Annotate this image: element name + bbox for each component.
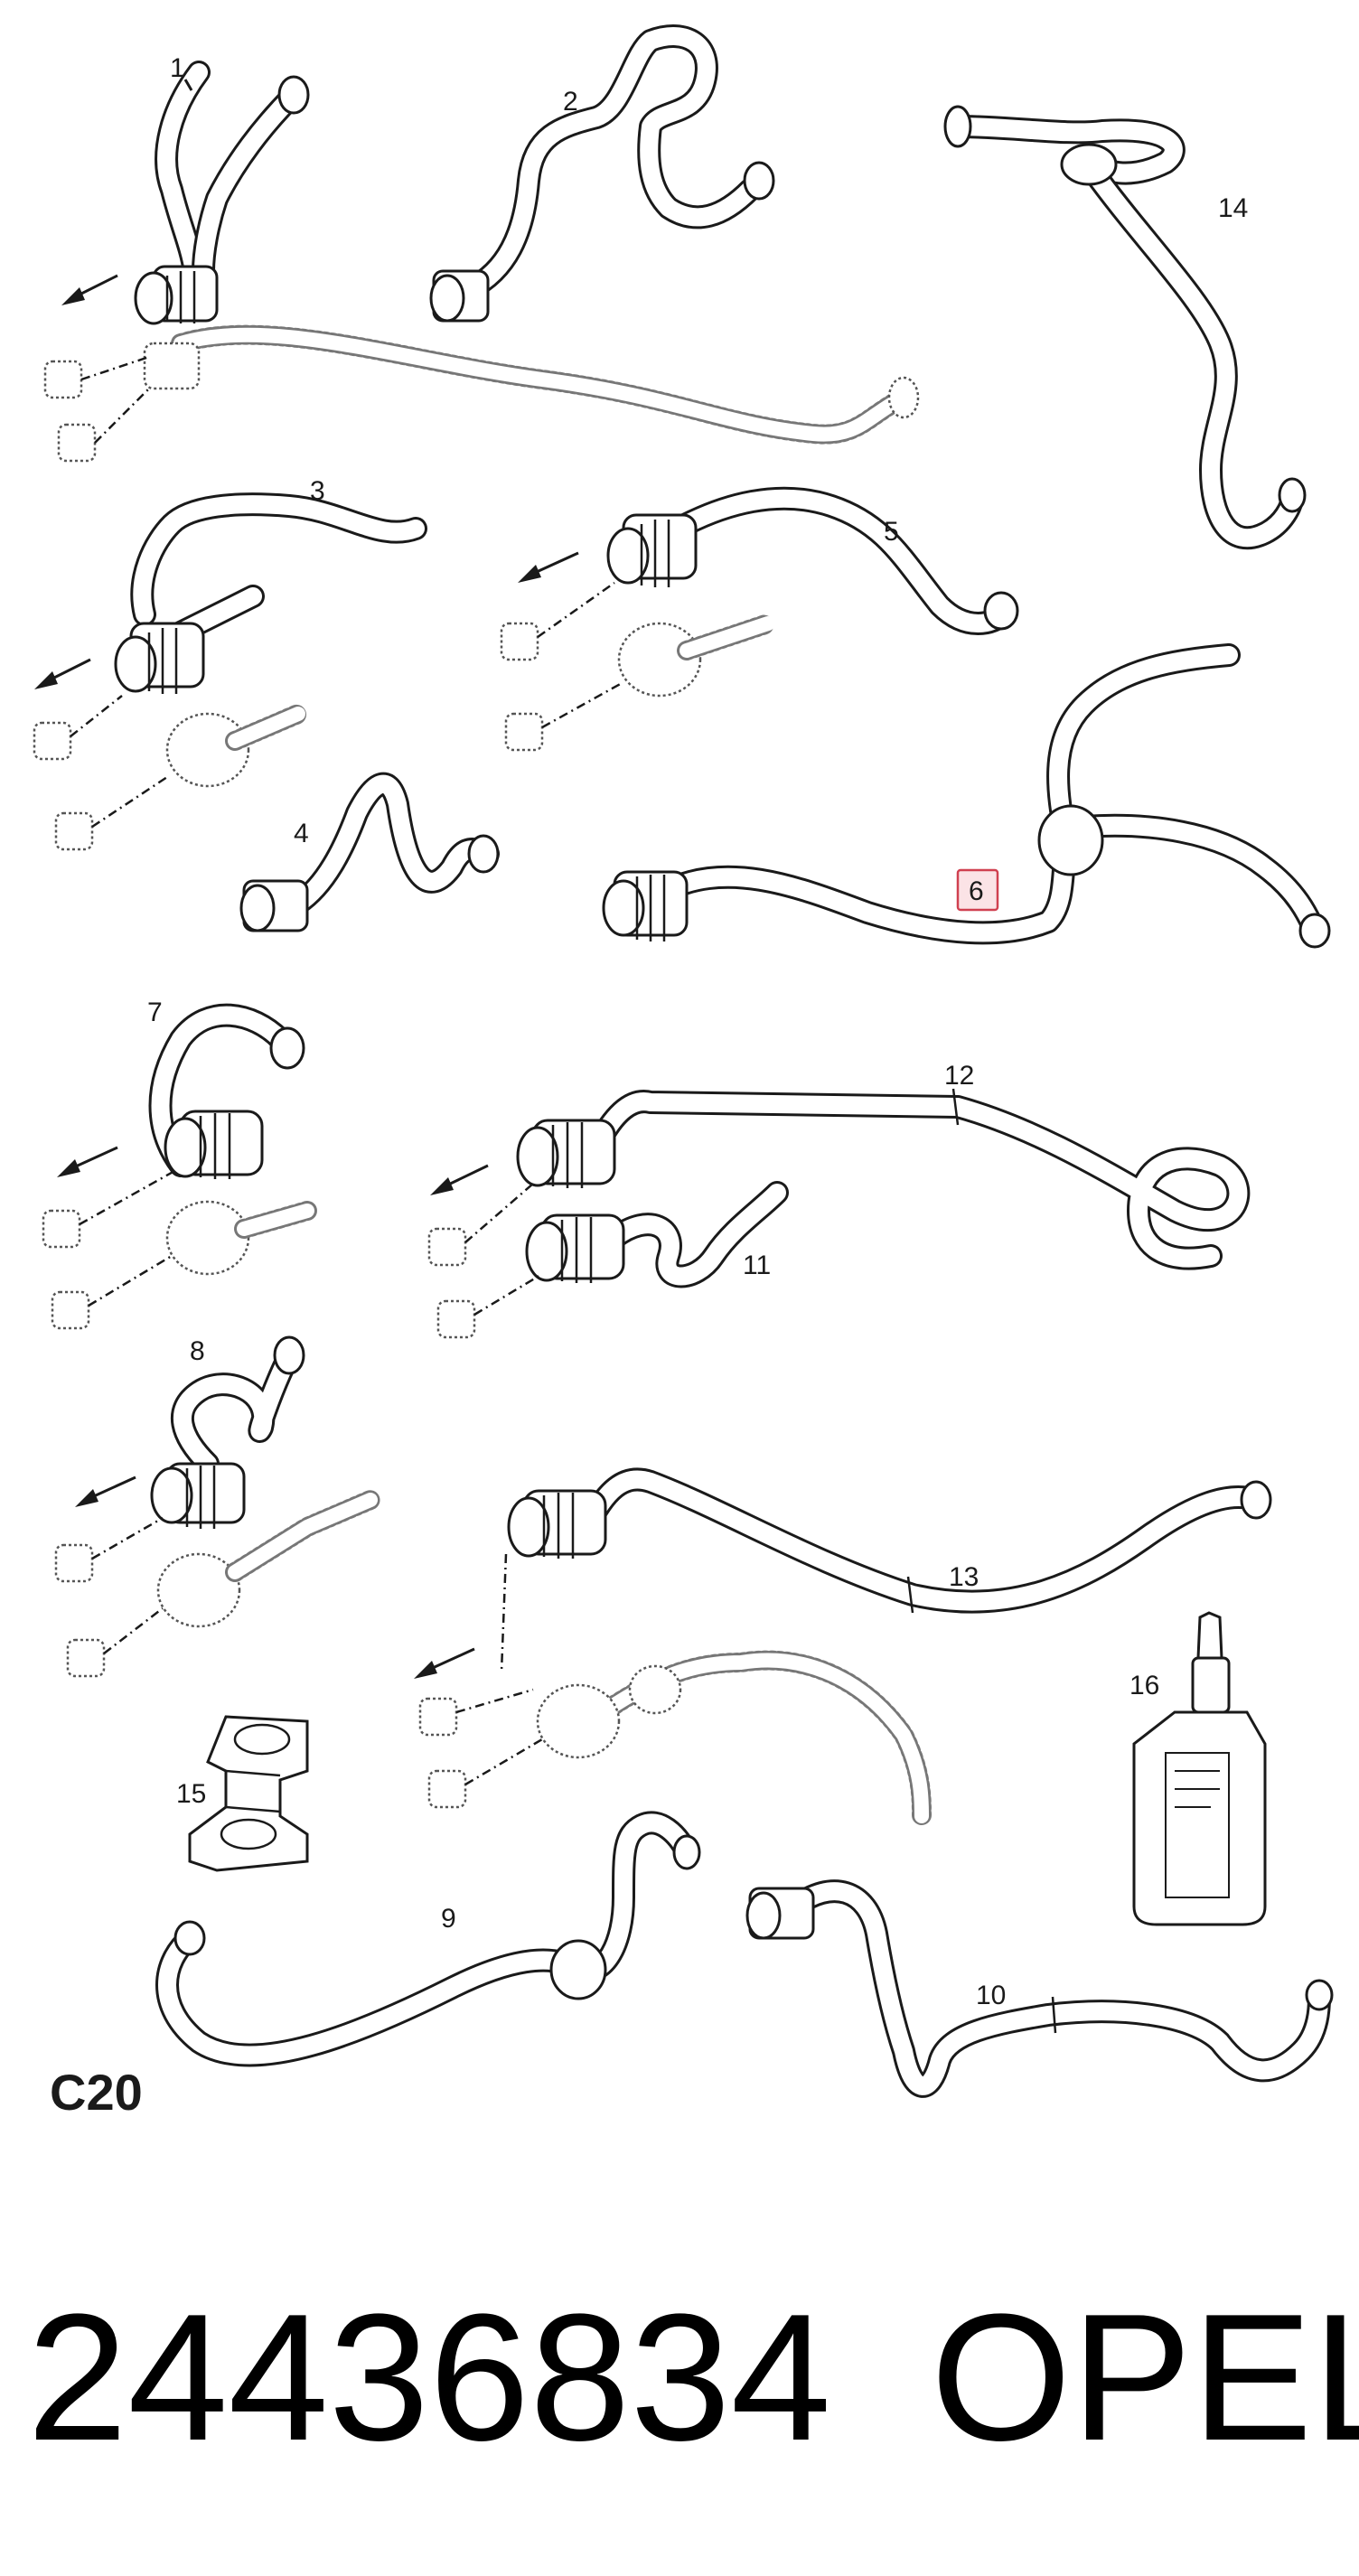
- callout-8: 8: [190, 1336, 205, 1366]
- hose-part-13: [507, 1467, 1272, 1614]
- hose-part-11: [525, 1181, 789, 1288]
- end-caps-part-1: [43, 355, 150, 463]
- callout-9: 9: [441, 1904, 456, 1934]
- callout-6-highlight-box: [956, 868, 999, 912]
- dotted-connector-variant-3: [165, 704, 308, 788]
- hose-part-5: [606, 486, 1019, 635]
- callout-11: 11: [743, 1251, 771, 1280]
- model-code: C20: [50, 2064, 143, 2121]
- hose-part-8: [150, 1335, 305, 1529]
- callout-7: 7: [147, 998, 163, 1027]
- hose-part-12: [516, 1088, 1251, 1270]
- hose-part-10: [745, 1879, 1334, 2098]
- part-number: 24436834: [27, 2277, 831, 2478]
- hose-part-2: [429, 24, 775, 323]
- hose-part-3: [114, 492, 427, 694]
- direction-arrow-5: [518, 551, 579, 583]
- hose-part-9: [155, 1811, 701, 2067]
- end-caps-part-3: [33, 695, 168, 851]
- callout-16: 16: [1129, 1671, 1159, 1700]
- callout-3: 3: [310, 476, 325, 506]
- brand-name: OPEL: [931, 2277, 1359, 2478]
- callout-4: 4: [294, 819, 309, 848]
- callout-6: 6: [969, 876, 984, 906]
- direction-arrow-7: [57, 1146, 118, 1177]
- end-caps-part-8: [54, 1516, 164, 1678]
- callout-2: 2: [563, 87, 578, 117]
- hose-part-7: [148, 1003, 305, 1179]
- hose-part-6: [602, 643, 1331, 949]
- callout-5: 5: [884, 517, 899, 547]
- hose-part-14: [943, 105, 1307, 550]
- dotted-connector-variant-5: [617, 614, 778, 698]
- callout-1: 1: [170, 53, 185, 83]
- callout-15: 15: [176, 1779, 206, 1809]
- direction-arrow-13: [414, 1647, 475, 1679]
- sealant-bottle-part-16: [1132, 1611, 1267, 1926]
- bracket-part-15: [188, 1715, 309, 1872]
- callout-10: 10: [976, 1981, 1006, 2010]
- end-caps-part-5: [500, 581, 624, 752]
- direction-arrow-3: [34, 658, 91, 689]
- dotted-connector-variant-7: [165, 1200, 317, 1276]
- end-caps-part-7: [42, 1168, 177, 1330]
- dotted-hose-variant-13: [536, 1650, 932, 1826]
- end-caps-part-11-12: [427, 1183, 543, 1339]
- hose-part-1: [134, 61, 310, 325]
- callout-13: 13: [949, 1562, 979, 1592]
- end-caps-part-13: [418, 1553, 543, 1809]
- callout-14: 14: [1218, 193, 1248, 223]
- direction-arrow-1: [61, 274, 118, 305]
- hose-part-4: [239, 772, 500, 932]
- dotted-hose-variant-1: [143, 324, 920, 445]
- direction-arrow-12: [430, 1164, 489, 1195]
- callout-12: 12: [944, 1061, 974, 1091]
- direction-arrow-8: [75, 1475, 136, 1507]
- dotted-connector-variant-8: [156, 1490, 380, 1628]
